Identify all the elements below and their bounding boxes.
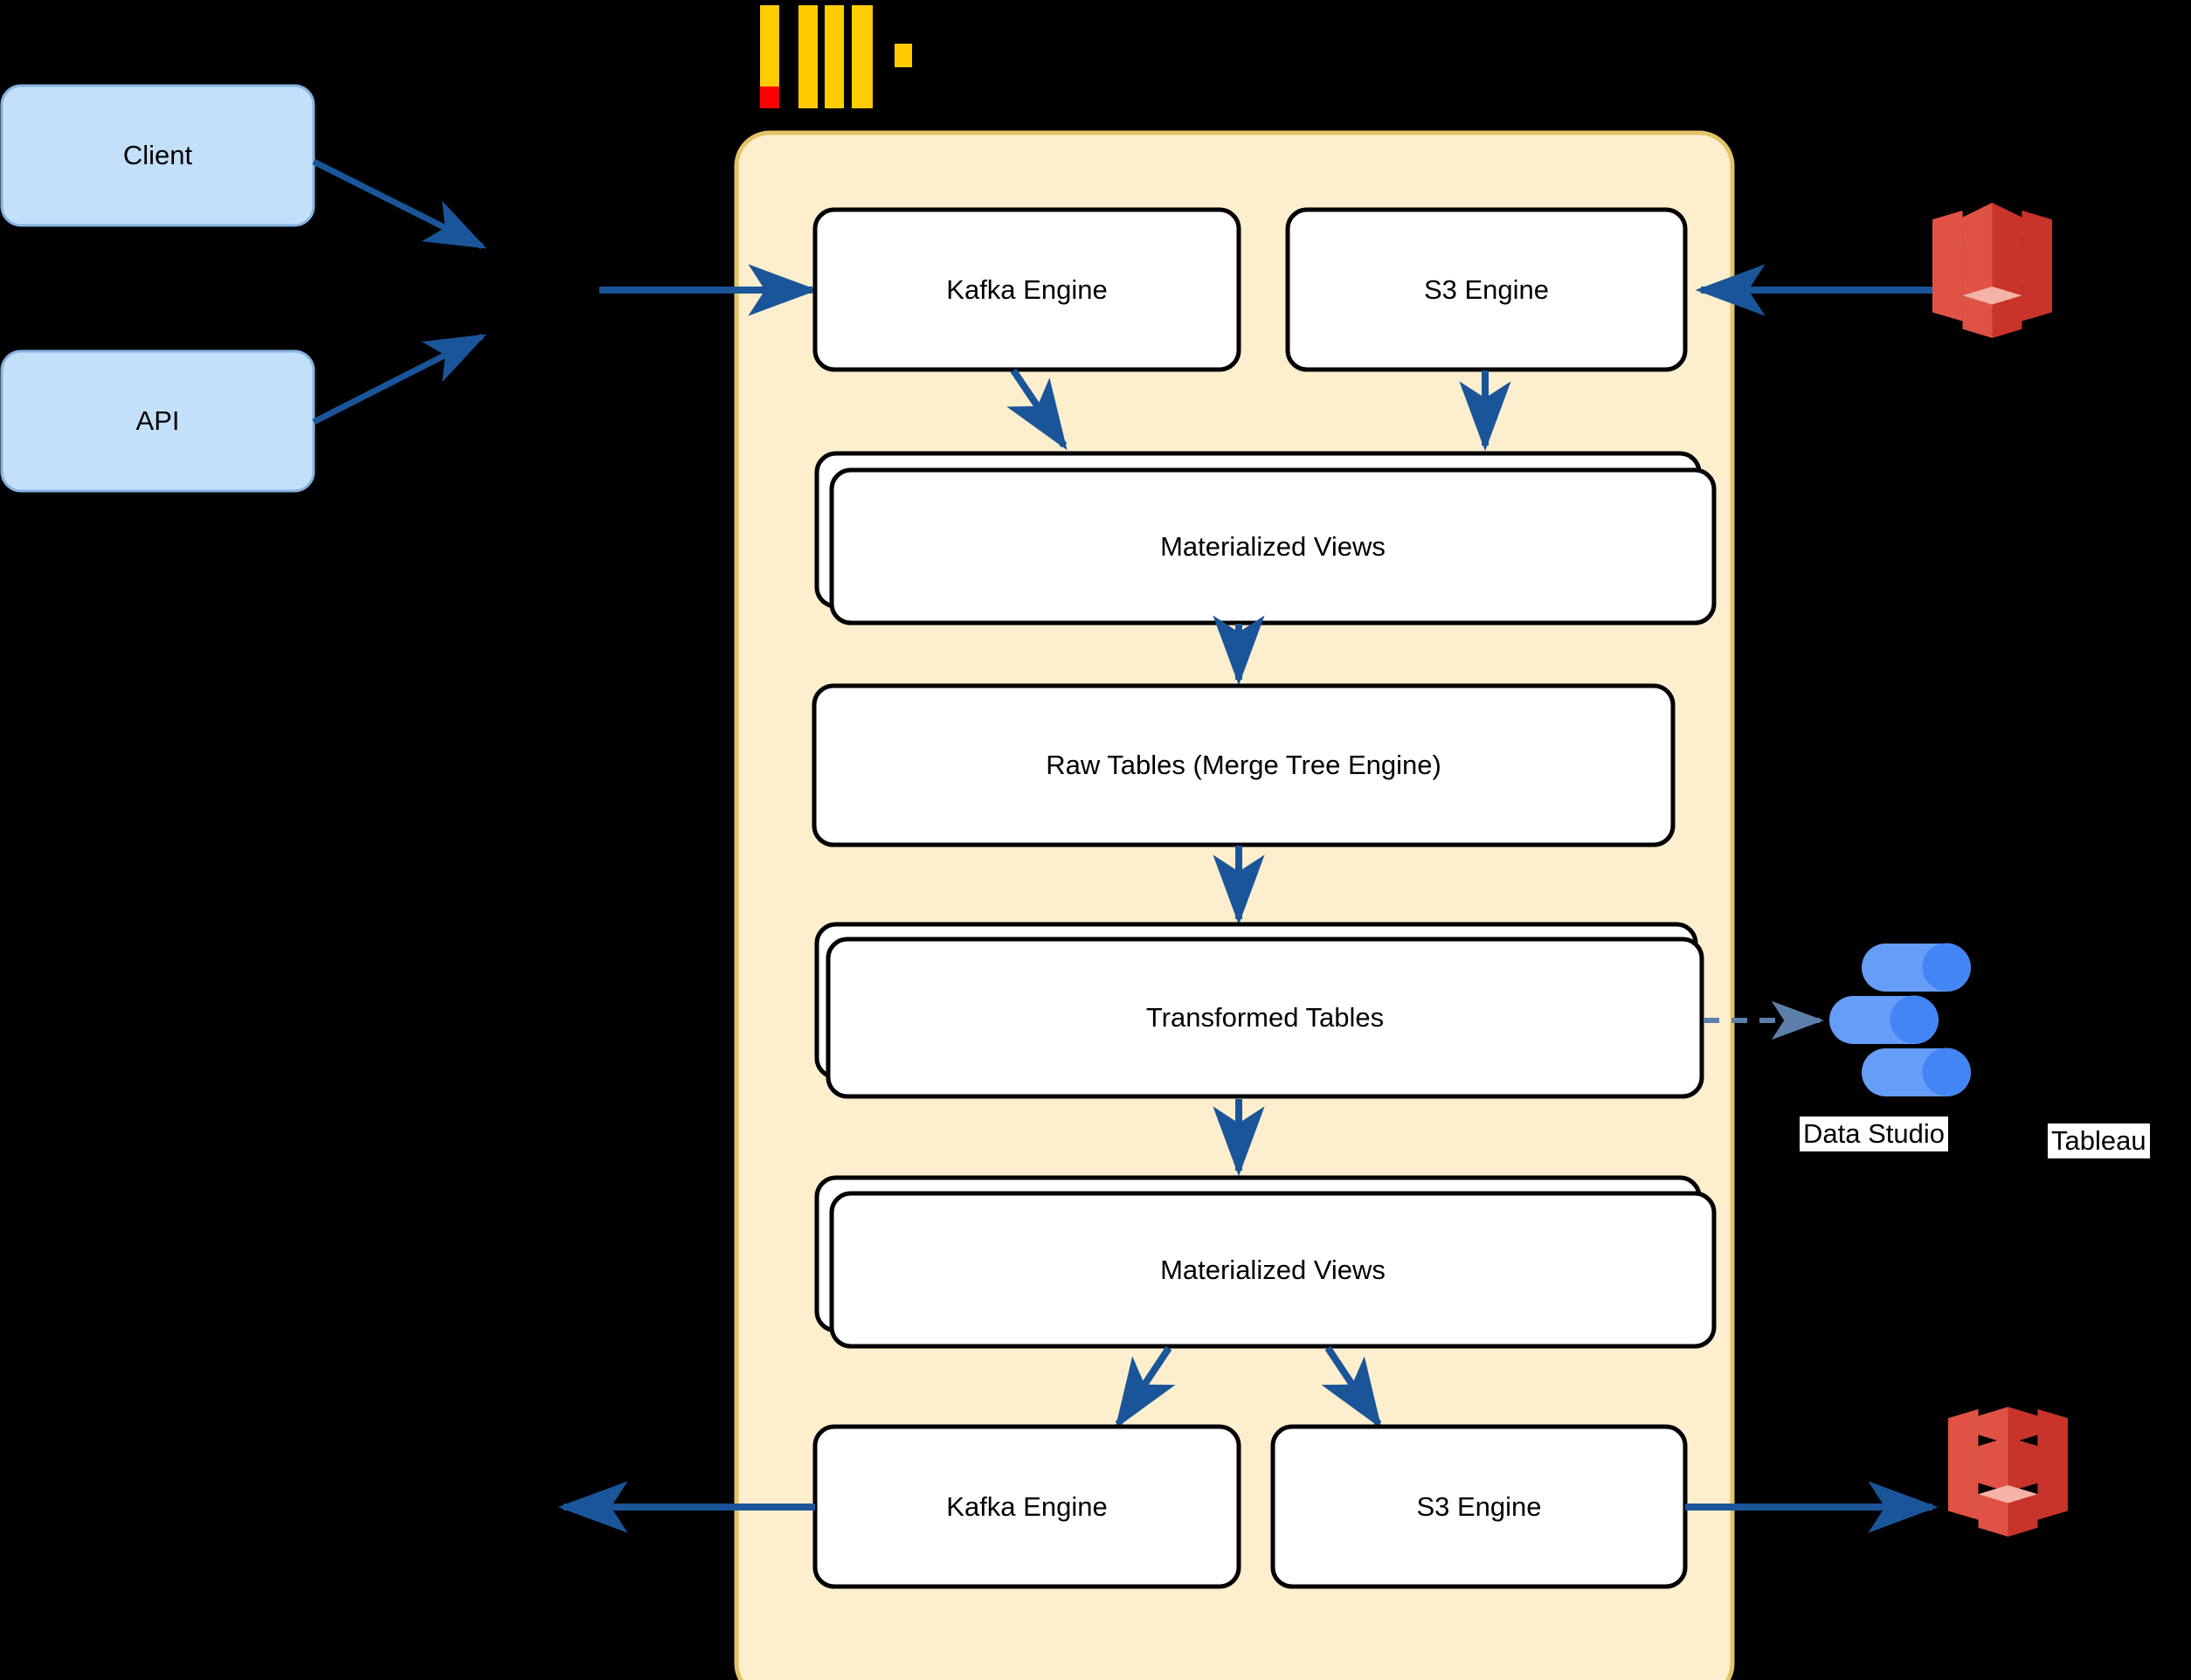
edge-mv-bottom-to-kafka-out	[1115, 1345, 1176, 1429]
aws-s3-icon-bottom	[1948, 1407, 2068, 1537]
source-box-api[interactable]	[0, 349, 315, 493]
clickhouse-logo-bar-1	[760, 5, 779, 108]
data-studio-dot-bottom	[1922, 1047, 1971, 1096]
source-box-client[interactable]	[0, 84, 315, 227]
clickhouse-logo-dot	[895, 44, 912, 67]
clickhouse-logo-bar-1-accent	[760, 86, 779, 108]
node-materialized-views-top[interactable]	[829, 467, 1717, 626]
node-kafka-engine-out[interactable]	[812, 1424, 1241, 1589]
node-kafka-engine-in[interactable]	[812, 207, 1241, 372]
clickhouse-logo-bar-3	[825, 5, 844, 108]
edge-api-to-junction	[312, 333, 487, 425]
data-studio-icon[interactable]	[1829, 943, 1971, 1097]
clickhouse-logo-bar-4	[852, 5, 873, 108]
node-raw-tables[interactable]	[812, 683, 1676, 847]
clickhouse-logo	[760, 5, 912, 108]
data-studio-label: Data Studio	[1800, 1117, 1948, 1151]
data-studio-dot-top	[1922, 943, 1971, 992]
edge-client-to-junction	[312, 158, 487, 250]
data-studio-dot-middle	[1890, 995, 1939, 1044]
node-materialized-views-bottom[interactable]	[829, 1191, 1717, 1349]
tableau-label: Tableau	[2048, 1123, 2150, 1158]
clickhouse-logo-bar-2	[798, 5, 818, 108]
edge-kafka-in-to-mv-top	[1006, 368, 1068, 451]
node-s3-engine-out[interactable]	[1270, 1424, 1688, 1589]
aws-s3-icon-top	[1932, 203, 2052, 338]
node-transformed-tables[interactable]	[826, 937, 1704, 1099]
edge-mv-bottom-to-s3-out	[1321, 1345, 1382, 1429]
node-s3-engine-in[interactable]	[1285, 207, 1688, 372]
